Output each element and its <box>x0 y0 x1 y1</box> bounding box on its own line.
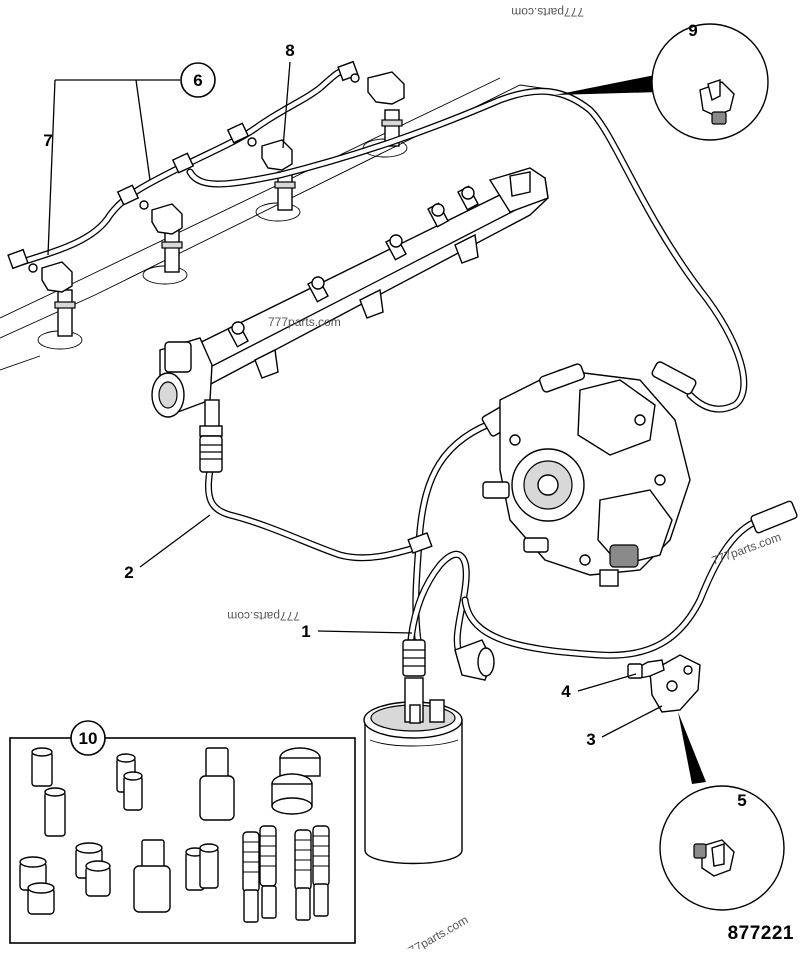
callout-8-number: 8 <box>285 41 294 60</box>
watermark-text: 777parts.com <box>227 609 300 623</box>
callout-1-number: 1 <box>301 622 310 641</box>
leak-off-hose <box>7 60 360 273</box>
watermark-text: 777parts.com <box>511 5 584 19</box>
injector-2 <box>161 229 183 273</box>
watermark-text: 777parts.com <box>710 530 783 568</box>
callout-9-number: 9 <box>688 21 697 40</box>
bolt <box>627 659 665 679</box>
hp-pump <box>482 363 691 587</box>
callout-5-number: 5 <box>737 791 746 810</box>
drawing-number: 877221 <box>727 923 794 944</box>
callout-3-number: 3 <box>586 730 595 749</box>
seal-kit-box <box>9 737 356 944</box>
callout-6: 6 <box>180 62 216 98</box>
fuel-filter <box>363 677 463 865</box>
leader-lines <box>47 39 741 848</box>
callout-10-number: 10 <box>79 729 98 748</box>
watermark-text: 777parts.com <box>401 913 471 949</box>
detail-circle-5 <box>659 785 785 911</box>
injectors <box>54 109 403 337</box>
injector-clips <box>41 71 405 293</box>
common-rail <box>151 167 549 437</box>
callout-4-number: 4 <box>561 682 571 701</box>
callout-2-number: 2 <box>124 563 133 582</box>
return-line <box>186 87 748 413</box>
watermark-text: 777parts.com <box>268 315 341 329</box>
injector-1 <box>54 289 76 337</box>
callout-6-number: 6 <box>193 71 202 90</box>
callout-7-number: 7 <box>43 131 52 150</box>
detail-circle-9 <box>651 23 769 141</box>
hp-pipe <box>199 435 429 562</box>
callout-10: 10 <box>70 720 106 756</box>
